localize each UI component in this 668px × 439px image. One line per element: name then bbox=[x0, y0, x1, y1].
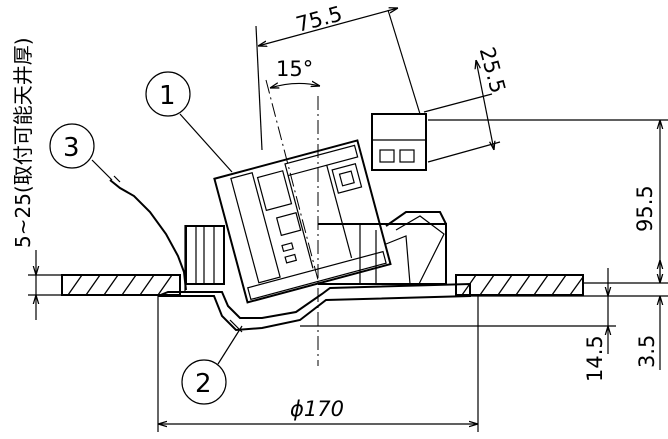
callout-1: 1 bbox=[145, 71, 233, 173]
dim-ceiling-thickness: 5~25(取付可能天井厚) bbox=[11, 37, 62, 320]
dim-phi-170: ϕ170 bbox=[157, 296, 479, 432]
trim-ring bbox=[157, 225, 471, 333]
terminal-block bbox=[371, 113, 427, 171]
ceiling-board-right bbox=[455, 274, 584, 296]
ceiling-board-left bbox=[61, 274, 181, 296]
spring-clip bbox=[109, 175, 187, 291]
callout-1-number: 1 bbox=[159, 81, 176, 111]
dim-3-5: 3.5 bbox=[470, 260, 668, 370]
tilt-axis-line bbox=[265, 79, 319, 281]
dim-14-5: 14.5 bbox=[300, 268, 616, 382]
dim-ceiling-thickness-label: 5~25(取付可能天井厚) bbox=[11, 37, 35, 248]
callout-2: 2 bbox=[181, 325, 243, 405]
dim-95-5-label: 95.5 bbox=[633, 185, 657, 232]
callout-2-number: 2 bbox=[195, 369, 212, 399]
dim-75-5-label: 75.5 bbox=[293, 2, 344, 37]
callout-3: 3 bbox=[49, 123, 113, 181]
dim-25-5: 25.5 bbox=[423, 44, 510, 163]
right-body bbox=[318, 211, 447, 287]
dim-14-5-label: 14.5 bbox=[583, 335, 607, 382]
dim-3-5-label: 3.5 bbox=[635, 335, 659, 368]
collar-left bbox=[185, 225, 225, 285]
dim-95-5: 95.5 bbox=[428, 119, 668, 284]
callout-3-number: 3 bbox=[63, 133, 80, 163]
dim-phi-170-label: ϕ170 bbox=[290, 397, 344, 421]
dim-15-degree-label: 15° bbox=[276, 57, 313, 81]
dim-25-5-label: 25.5 bbox=[475, 44, 510, 95]
dim-15-degree: 15° bbox=[270, 57, 320, 88]
